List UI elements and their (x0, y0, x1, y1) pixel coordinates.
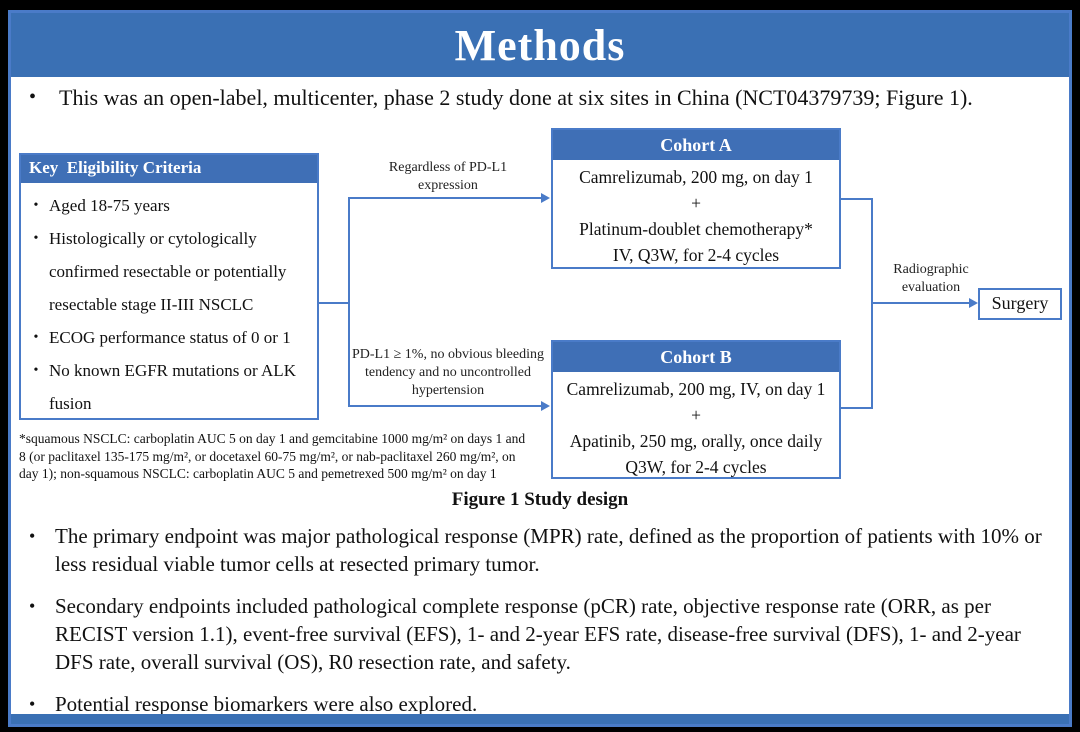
eligibility-list: •Aged 18-75 years •Histologically or cyt… (23, 189, 313, 420)
endpoint-bullets: •The primary endpoint was major patholog… (25, 522, 1057, 732)
cohort-a-box: Cohort A Camrelizumab, 200 mg, on day 1 … (551, 128, 841, 269)
cohort-b-line: Q3W, for 2-4 cycles (625, 457, 767, 477)
bullet-icon: • (33, 363, 39, 378)
eligibility-box: Key Eligibility Criteria •Aged 18-75 yea… (19, 153, 319, 420)
bullet-item: •Potential response biomarkers were also… (25, 690, 1057, 718)
branch-bottom-label: PD-L1 ≥ 1%, no obvious bleeding tendency… (351, 347, 544, 398)
cohort-b-line: Apatinib, 250 mg, orally, once daily (569, 431, 823, 451)
cohort-b-line: Camrelizumab, 200 mg, IV, on day 1 (566, 379, 826, 399)
eligibility-item: •No known EGFR mutations or ALK fusion (23, 354, 313, 420)
bullet-item: •Secondary endpoints included pathologic… (25, 592, 1057, 676)
bullet-icon: • (33, 330, 39, 345)
cohort-a-line: + (691, 193, 701, 213)
cohort-b-box: Cohort B Camrelizumab, 200 mg, IV, on da… (551, 340, 841, 479)
cohort-a-header: Cohort A (553, 130, 839, 160)
intro-bullet: • This was an open-label, multicenter, p… (29, 83, 1055, 112)
bullet-icon: • (29, 694, 36, 714)
branch-vertical-line (348, 197, 350, 407)
cohort-a-body: Camrelizumab, 200 mg, on day 1 + Platinu… (553, 160, 839, 268)
evaluation-label: Radiographic evaluation (893, 262, 969, 295)
eligibility-item: •Histologically or cytologically confirm… (23, 222, 313, 321)
chemotherapy-footnote: *squamous NSCLC: carboplatin AUC 5 on da… (19, 431, 526, 481)
connector-line (841, 198, 873, 200)
bullet-icon: • (29, 86, 37, 108)
cohort-b-body: Camrelizumab, 200 mg, IV, on day 1 + Apa… (553, 372, 839, 480)
surgery-box: Surgery (978, 288, 1062, 320)
cohort-a-line: Camrelizumab, 200 mg, on day 1 (579, 167, 813, 187)
page-title: Methods (454, 20, 626, 70)
cohort-a-line: IV, Q3W, for 2-4 cycles (612, 245, 780, 265)
title-band: Methods (11, 13, 1069, 77)
bullet-icon: • (29, 596, 36, 616)
study-design-figure: Key Eligibility Criteria •Aged 18-75 yea… (11, 13, 1069, 724)
branch-top-label: Regardless of PD-L1 expression (388, 160, 508, 193)
arrow-right-icon (969, 298, 978, 308)
connector-line (841, 407, 873, 409)
arrow-to-surgery (871, 302, 970, 304)
arrow-to-cohort-b (348, 405, 542, 407)
bullet-icon: • (33, 198, 39, 213)
connector-line (318, 302, 349, 304)
bullet-item: •The primary endpoint was major patholog… (25, 522, 1057, 578)
arrow-right-icon (541, 401, 550, 411)
eligibility-item: •Aged 18-75 years (23, 189, 313, 222)
arrow-to-cohort-a (348, 197, 542, 199)
arrow-right-icon (541, 193, 550, 203)
cohort-b-line: + (691, 405, 701, 425)
bullet-icon: • (29, 526, 36, 546)
figure-caption: Figure 1 Study design (451, 489, 629, 510)
bottom-accent-bar (11, 714, 1069, 724)
intro-bullet-text: This was an open-label, multicenter, pha… (59, 85, 973, 110)
bullet-icon: • (33, 231, 39, 246)
cohort-b-header: Cohort B (553, 342, 839, 372)
slide: Methods • This was an open-label, multic… (8, 10, 1072, 727)
eligibility-item: •ECOG performance status of 0 or 1 (23, 321, 313, 354)
eligibility-box-header: Key Eligibility Criteria (21, 155, 317, 183)
cohort-a-line: Platinum-doublet chemotherapy* (579, 219, 813, 239)
